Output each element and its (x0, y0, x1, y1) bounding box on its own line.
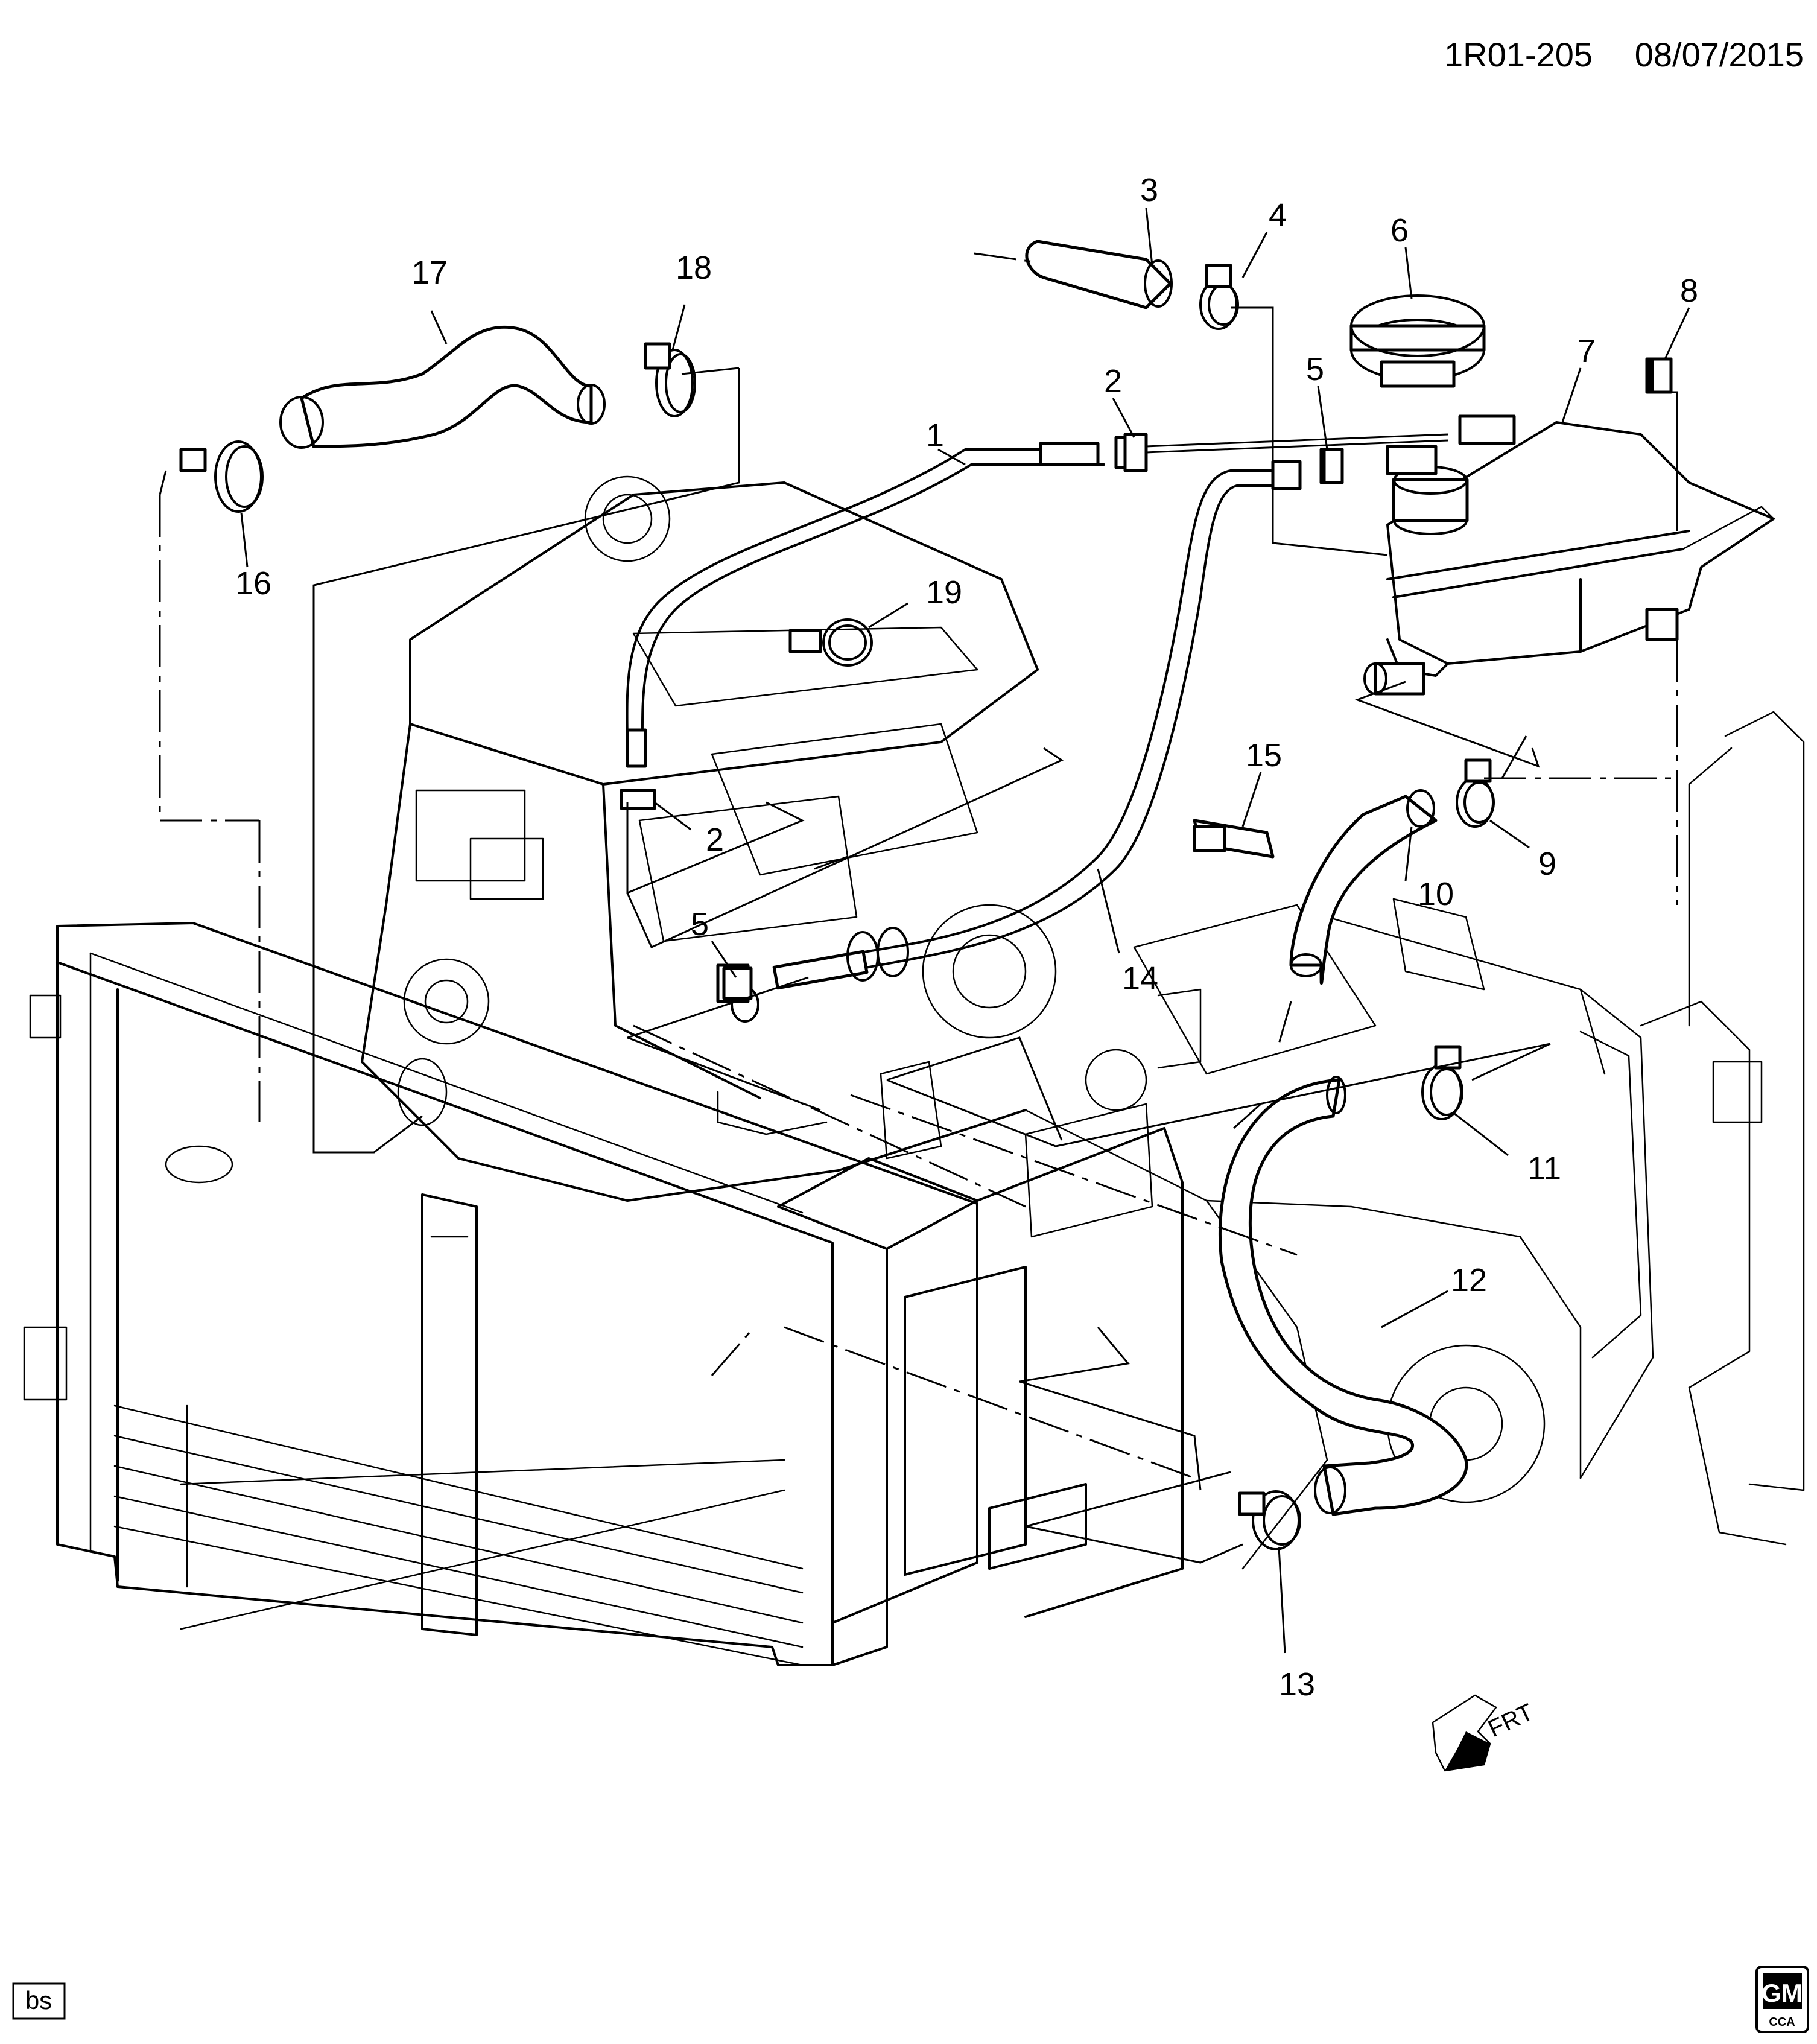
callout-4: 4 (1269, 197, 1287, 233)
clamp-part-19 (788, 618, 873, 667)
illustrator-code: bs (25, 1986, 52, 2014)
assembly-centerlines (159, 252, 1678, 1479)
callout-leaders (240, 208, 1690, 1654)
clip-part-2-right (1123, 433, 1148, 472)
callout-16: 16 (235, 565, 271, 601)
clamp-part-11 (1421, 1045, 1463, 1120)
bracket-part-15 (1193, 819, 1275, 859)
callout-15: 15 (1246, 737, 1282, 773)
diagram-date: 08/07/2015 (1635, 36, 1804, 74)
clip-part-8 (1645, 357, 1673, 394)
clip-part-5-bottom (722, 966, 753, 1000)
callout-6: 6 (1390, 212, 1409, 249)
callout-labels: 1 2 2 3 4 5 5 6 7 8 9 10 11 12 13 14 15 … (235, 172, 1698, 1703)
radiator-outlet-hose (1219, 1076, 1468, 1516)
callout-9: 9 (1538, 846, 1556, 882)
callout-19: 19 (926, 574, 962, 611)
surge-tank-vent-hose (716, 448, 1344, 1023)
coolant-surge-tank (1363, 414, 1775, 696)
clamp-part-13 (1238, 1490, 1301, 1550)
callout-14: 14 (1122, 960, 1158, 997)
callout-12: 12 (1451, 1262, 1487, 1298)
clamp-part-16 (179, 440, 264, 513)
callout-13: 13 (1279, 1666, 1315, 1703)
clamp-part-9 (1456, 758, 1495, 828)
surge-tank-inlet-hose (620, 436, 1142, 810)
callout-8: 8 (1680, 273, 1698, 309)
clamp-part-4 (1199, 264, 1239, 330)
diagram-id: 1R01-205 (1444, 36, 1593, 74)
front-direction-marker: FRT (1432, 1694, 1538, 1772)
illustrator-code-box: bs (12, 1982, 66, 2020)
gm-logo: GM CCA (1755, 1966, 1809, 2033)
clip-part-5-top (1322, 448, 1344, 484)
callout-17: 17 (411, 255, 448, 291)
leader-lines (159, 306, 1678, 1564)
callout-10: 10 (1418, 876, 1454, 912)
engine-assembly (361, 475, 1654, 1570)
callout-11: 11 (1527, 1151, 1561, 1187)
callout-5-bottom: 5 (691, 906, 709, 942)
callout-3: 3 (1140, 172, 1158, 208)
callout-7: 7 (1578, 333, 1596, 369)
clamp-part-18 (644, 342, 696, 417)
gm-logo-text: GM (1762, 1979, 1803, 2007)
radiator-assembly (23, 922, 1184, 1666)
callout-1: 1 (926, 417, 944, 454)
callout-2-right: 2 (1104, 363, 1122, 399)
radiator-inlet-hose (279, 325, 606, 449)
callout-2-left: 2 (706, 822, 724, 858)
gm-logo-subtext: CCA (1769, 2016, 1795, 2029)
callout-5-top: 5 (1306, 351, 1324, 387)
callout-18: 18 (676, 250, 712, 286)
surge-tank-cap (1349, 294, 1486, 388)
heater-hose-part-10 (1289, 789, 1438, 985)
body-structure-right (1579, 711, 1805, 1546)
heater-hose-part-3 (1025, 240, 1173, 309)
